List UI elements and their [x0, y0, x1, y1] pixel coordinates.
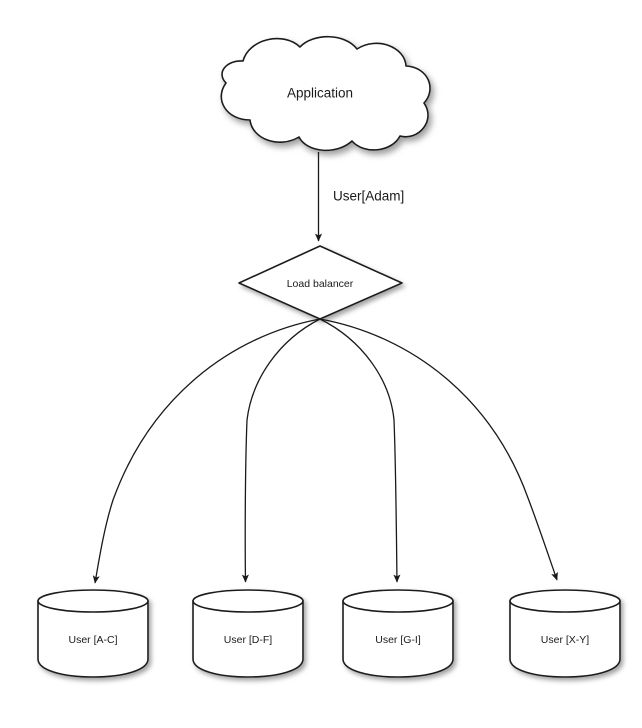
- edge-label-user-adam: User[Adam]: [333, 189, 404, 204]
- node-database-x-y[interactable]: User [X-Y]: [509, 589, 621, 678]
- edge-application-to-load-balancer: User[Adam]: [314, 152, 404, 242]
- node-load-balancer[interactable]: Load balancer: [238, 245, 403, 320]
- database-a-c-label: User [A-C]: [68, 634, 117, 646]
- application-label: Application: [287, 86, 353, 101]
- edge-load-balancer-to-db-a-c: [92, 318, 321, 584]
- load-balancer-label: Load balancer: [287, 278, 354, 290]
- node-database-g-i[interactable]: User [G-I]: [342, 589, 454, 678]
- database-d-f-label: User [D-F]: [224, 634, 272, 646]
- node-application[interactable]: Application: [220, 36, 431, 152]
- database-g-i-label: User [G-I]: [375, 634, 421, 646]
- edge-load-balancer-to-db-x-y: [319, 318, 558, 581]
- node-database-a-c[interactable]: User [A-C]: [37, 589, 149, 678]
- node-database-d-f[interactable]: User [D-F]: [192, 589, 304, 678]
- edge-load-balancer-to-db-d-f: [241, 318, 321, 583]
- database-x-y-label: User [X-Y]: [541, 634, 590, 646]
- edge-load-balancer-to-db-g-i: [319, 318, 401, 583]
